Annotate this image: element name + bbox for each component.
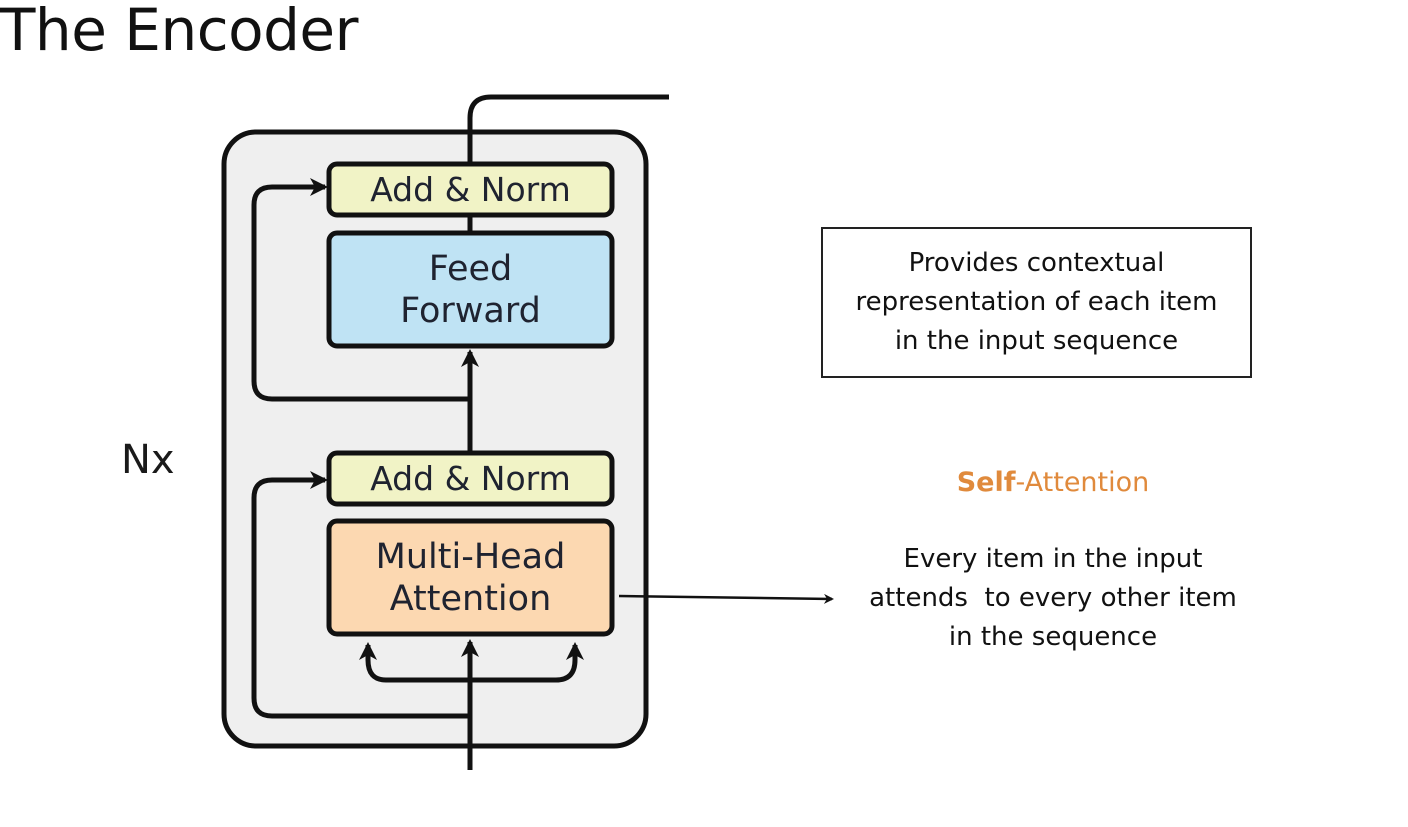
multi-head-attention-label: Multi-Head Attention [375, 536, 566, 619]
self-attention-pointer-arrow [618, 593, 834, 604]
repeat-count-label: Nx [121, 437, 175, 483]
encoder-layer-container [221, 129, 649, 749]
self-attention-line: attends to every other item [869, 583, 1237, 613]
residual-connection-bottom [251, 471, 470, 719]
description-line: Provides contextual [908, 248, 1165, 278]
residual-connection-top [251, 178, 470, 402]
output-line [467, 94, 669, 162]
description-line: in the input sequence [894, 326, 1179, 356]
page-title: The Encoder [0, 0, 358, 64]
self-attention-line: Every item in the input [903, 544, 1203, 574]
add-norm-top-label: Add & Norm [370, 169, 571, 209]
feed-forward-box [326, 230, 615, 349]
attention-branch-left [359, 642, 470, 683]
add-norm-top-box [326, 161, 615, 218]
self-attention-heading-rest: -Attention [1015, 467, 1150, 498]
encoder-description-box: Provides contextual representation of ea… [821, 227, 1252, 378]
add-norm-bottom-label: Add & Norm [370, 458, 571, 498]
self-attention-description: Every item in the input attends to every… [845, 540, 1261, 657]
self-attention-heading: Self-Attention [880, 467, 1226, 498]
description-line: representation of each item [855, 287, 1218, 317]
attention-branch-right [470, 642, 584, 683]
feed-forward-label: Feed Forward [400, 248, 541, 331]
self-attention-line: in the sequence [948, 622, 1158, 652]
add-norm-bottom-box [326, 450, 615, 507]
self-attention-heading-bold: Self [956, 467, 1016, 498]
multi-head-attention-box [326, 518, 615, 637]
